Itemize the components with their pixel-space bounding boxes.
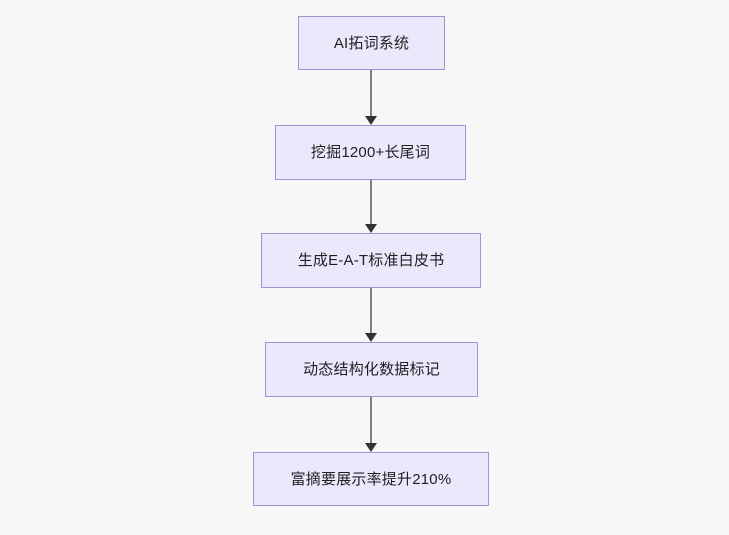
edge-line: [370, 180, 372, 226]
flow-edge-2-to-3: [361, 180, 381, 233]
edge-line: [370, 70, 372, 118]
flow-node-rich-snippet-impression-lift[interactable]: 富摘要展示率提升210%: [253, 452, 489, 506]
arrowhead-icon: [365, 116, 377, 125]
flow-node-mine-longtail-keywords[interactable]: 挖掘1200+长尾词: [275, 125, 466, 180]
flow-edge-1-to-2: [361, 70, 381, 125]
flow-node-dynamic-structured-data-markup[interactable]: 动态结构化数据标记: [265, 342, 478, 397]
flow-node-generate-eat-whitepaper[interactable]: 生成E-A-T标准白皮书: [261, 233, 481, 288]
flow-node-ai-keyword-system[interactable]: AI拓词系统: [298, 16, 445, 70]
edge-line: [370, 397, 372, 445]
flow-edge-3-to-4: [361, 288, 381, 342]
arrowhead-icon: [365, 443, 377, 452]
edge-line: [370, 288, 372, 335]
arrowhead-icon: [365, 224, 377, 233]
flow-edge-4-to-5: [361, 397, 381, 452]
arrowhead-icon: [365, 333, 377, 342]
